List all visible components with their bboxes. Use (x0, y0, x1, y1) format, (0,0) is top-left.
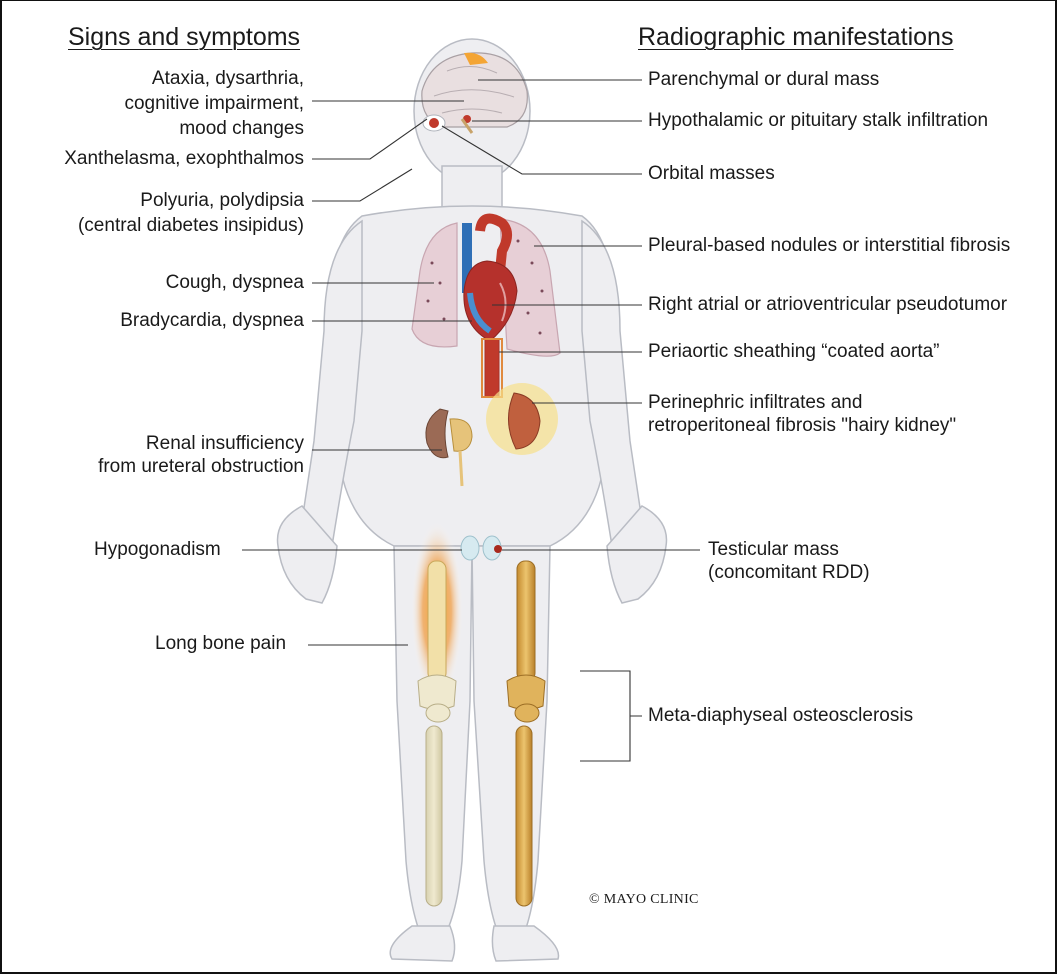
label-perinephric-line1: Perinephric infiltrates and (648, 392, 862, 415)
label-ataxia-line3: mood changes (179, 118, 304, 141)
label-ataxia-line2: cognitive impairment, (124, 93, 304, 116)
body-silhouette (278, 39, 667, 961)
leader-xanthelasma (312, 119, 427, 159)
hairy-kidney (486, 383, 558, 455)
orbit (423, 115, 445, 131)
label-pleural: Pleural-based nodules or interstitial fi… (648, 235, 1010, 258)
label-hypothalamic: Hypothalamic or pituitary stalk infiltra… (648, 110, 988, 133)
label-cough: Cough, dyspnea (166, 272, 304, 295)
copyright-mayo-clinic: © MAYO CLINIC (589, 892, 699, 908)
right-foot-shape (390, 926, 454, 961)
label-renal-line2: from ureteral obstruction (98, 456, 304, 479)
label-parenchymal: Parenchymal or dural mass (648, 69, 879, 92)
label-long-bone-pain: Long bone pain (155, 633, 286, 656)
label-hypogonadism: Hypogonadism (94, 539, 221, 562)
label-renal-line1: Renal insufficiency (146, 433, 304, 456)
label-polyuria-line1: Polyuria, polydipsia (140, 190, 304, 213)
label-xanthelasma: Xanthelasma, exophthalmos (64, 148, 304, 171)
neck-shape (442, 166, 502, 211)
leader-polyuria (312, 169, 412, 201)
label-polyuria-line2: (central diabetes insipidus) (78, 215, 304, 238)
label-ataxia-line1: Ataxia, dysarthria, (152, 68, 304, 91)
coated-aorta (485, 339, 499, 397)
label-perinephric-line2: retroperitoneal fibrosis "hairy kidney" (648, 415, 956, 438)
label-testicular-line1: Testicular mass (708, 539, 839, 562)
label-atrial: Right atrial or atrioventricular pseudot… (648, 294, 1007, 317)
signs-header: Signs and symptoms (68, 23, 300, 52)
left-foot-shape (492, 926, 558, 961)
label-osteosclerosis: Meta-diaphyseal osteosclerosis (648, 705, 913, 728)
label-bradycardia: Bradycardia, dyspnea (120, 310, 304, 333)
label-orbital: Orbital masses (648, 163, 775, 186)
radiographic-header: Radiographic manifestations (638, 23, 953, 52)
label-aorta: Periaortic sheathing “coated aorta” (648, 341, 940, 364)
left-leg-shape (472, 546, 550, 933)
meta-diaphyseal-bracket (580, 671, 642, 761)
label-testicular-line2: (concomitant RDD) (708, 562, 870, 585)
